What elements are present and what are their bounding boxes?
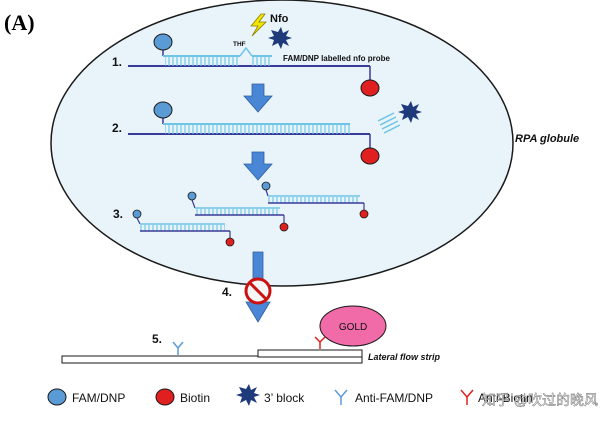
released-fragment (377, 112, 401, 134)
probe-label: FAM/DNP labelled nfo probe (283, 54, 391, 63)
panel-label: (A) (4, 10, 35, 35)
nfo-lightning-icon (250, 13, 267, 37)
globule-label: RPA globule (515, 133, 579, 145)
step-2-label: 2. (112, 121, 122, 135)
step1-fam (153, 33, 173, 51)
legend-block-label: 3’ block (264, 391, 305, 405)
thf-label: THF (233, 41, 246, 48)
strip-conjugate-pad (257, 349, 363, 358)
arrow-down-2 (243, 151, 273, 181)
arrow-down-1 (243, 83, 273, 113)
enzyme-label: Nfo (270, 13, 289, 25)
step2-fam (153, 101, 173, 119)
legend-anti-biotin-label: Anti-Biotin (478, 391, 533, 405)
legend-anti-fam-icon (334, 389, 348, 405)
legend-biotin-icon (155, 388, 175, 406)
legend-block-icon (236, 384, 260, 406)
step2-block-icon (398, 101, 422, 123)
step3-fam-a (132, 209, 142, 219)
gold-particle (319, 305, 387, 347)
step3-biotin-a (225, 237, 235, 247)
legend-biotin-label: Biotin (180, 391, 210, 405)
strip-label: Lateral flow strip (368, 352, 441, 362)
gold-anti-biotin-icon (314, 336, 326, 349)
step-4-label: 4. (222, 285, 232, 299)
step3-biotin-c (359, 209, 369, 219)
strip-anti-fam-icon (172, 341, 184, 355)
gold-label: GOLD (339, 322, 367, 333)
legend-fam-label: FAM/DNP (72, 391, 125, 405)
step-5-label: 5. (152, 332, 162, 346)
step3-fam-c (261, 181, 271, 191)
step3-biotin-b (279, 222, 289, 232)
legend-anti-fam-label: Anti-FAM/DNP (355, 391, 433, 405)
step1-biotin (360, 79, 380, 97)
legend-fam-icon (47, 388, 67, 406)
watermark: 知乎 @吹过的晚风 (482, 392, 598, 408)
step-1-label: 1. (112, 55, 122, 69)
rpa-globule (50, 0, 514, 287)
step2-biotin (360, 147, 380, 165)
step-3-label: 3. (113, 207, 123, 221)
legend-anti-biotin-icon (460, 389, 474, 405)
strip-base (61, 355, 363, 364)
step3-fam-b (187, 191, 197, 201)
nfo-enzyme-icon (268, 27, 292, 49)
